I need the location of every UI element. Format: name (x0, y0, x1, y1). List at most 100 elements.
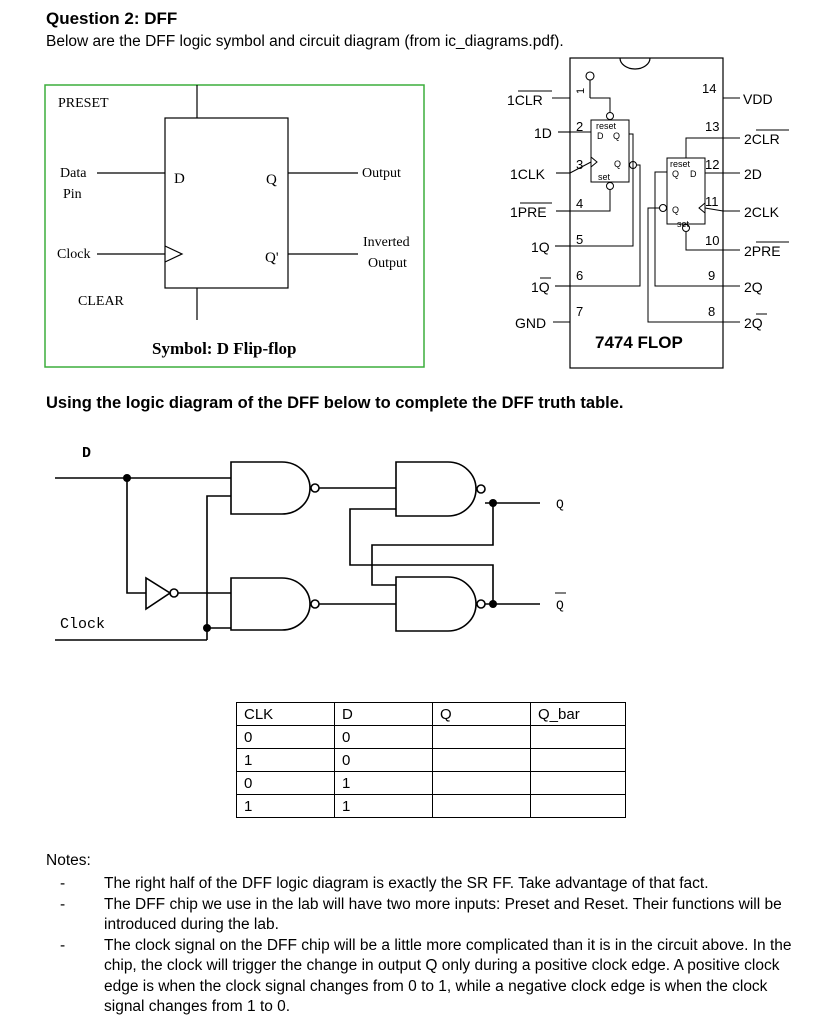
pin-label-2q: 2Q (744, 279, 763, 295)
output-label: Output (362, 166, 401, 181)
pin-label-1clk: 1CLK (510, 166, 546, 182)
pin-14-number: 14 (702, 81, 716, 96)
preset-label: PRESET (58, 96, 109, 111)
chip-7474: 1 1CLR 1D 1CLK 1PRE 1Q 1Q GND 2 3 4 5 6 … (507, 57, 789, 369)
clock-input-label: Clock (60, 616, 105, 633)
pin-label-2clk: 2CLK (744, 204, 780, 220)
table-header-row: CLK D Q Q_bar (236, 702, 626, 726)
cell-d: 0 (334, 748, 433, 772)
header-d: D (334, 702, 433, 726)
cell-q[interactable] (432, 725, 531, 749)
symbol-caption: Symbol: D Flip-flop (152, 339, 297, 358)
cell-q[interactable] (432, 794, 531, 818)
q-output-label: Q (266, 172, 277, 188)
cell-clk: 1 (236, 794, 335, 818)
svg-text:Q: Q (614, 159, 621, 169)
header-qbar: Q_bar (530, 702, 626, 726)
qprime-output-label: Q' (265, 250, 279, 266)
ff2-set: set (677, 219, 690, 229)
note-dash: - (60, 895, 66, 913)
q-output-label: Q (556, 497, 564, 512)
cell-d: 1 (334, 794, 433, 818)
inverter-gate (145, 576, 172, 611)
dff-symbol: PRESET Data Pin Clock CLEAR D Q Q' Outpu… (44, 84, 425, 368)
svg-text:Q: Q (672, 205, 679, 215)
pin-label-vdd: VDD (743, 91, 773, 107)
pin-1-number: 1 (575, 88, 587, 94)
note-item: - The right half of the DFF logic diagram… (60, 874, 810, 895)
table-row: 0 0 (236, 725, 626, 749)
note-dash: - (60, 875, 66, 892)
cell-clk: 0 (236, 771, 335, 795)
cell-d: 1 (334, 771, 433, 795)
table-row: 1 0 (236, 748, 626, 772)
pin-label-2qbar: 2Q (744, 315, 763, 331)
clock-edge-icon (164, 245, 184, 263)
note-text: The right half of the DFF logic diagram … (104, 875, 709, 892)
inverted-label: Inverted (363, 235, 410, 250)
pin-label-1qbar: 1Q (531, 279, 550, 295)
pin-10-number: 10 (705, 233, 719, 248)
pin-label: Pin (63, 187, 82, 202)
symbol-frame (44, 84, 425, 368)
pin-label-1d: 1D (534, 125, 552, 141)
cell-qbar[interactable] (530, 771, 626, 795)
cell-qbar[interactable] (530, 794, 626, 818)
note-text: The clock signal on the DFF chip will be… (104, 936, 792, 1016)
cell-q[interactable] (432, 771, 531, 795)
table-row: 1 1 (236, 794, 626, 818)
pin-2-number: 2 (576, 119, 583, 134)
nand-gate-2 (230, 577, 311, 631)
pin-5-number: 5 (576, 232, 583, 247)
pin-label-2clr: 2CLR (744, 131, 780, 147)
data-label: Data (60, 166, 87, 181)
pin-7-number: 7 (576, 304, 583, 319)
pin-12-number: 12 (705, 157, 719, 172)
ff1-reset: reset (596, 121, 617, 131)
table-row: 0 1 (236, 771, 626, 795)
section-title: Using the logic diagram of the DFF below… (46, 394, 624, 412)
pin-9-number: 9 (708, 268, 715, 283)
cell-clk: 0 (236, 725, 335, 749)
notes-label: Notes: (46, 852, 91, 869)
pin-label-1pre: 1PRE (510, 204, 547, 220)
pin-4-number: 4 (576, 196, 583, 211)
dff-logic-diagram: D Clock Q Q (55, 445, 566, 641)
chip-notch (619, 57, 651, 70)
flipflop-box (164, 117, 289, 289)
nand-gate-3 (395, 461, 477, 517)
ff2-reset: reset (670, 159, 691, 169)
pin-13-number: 13 (705, 119, 719, 134)
cell-qbar[interactable] (530, 748, 626, 772)
pin-6-number: 6 (576, 268, 583, 283)
clock-label: Clock (57, 247, 90, 262)
question-title: Question 2: DFF (46, 9, 178, 28)
truth-table: CLK D Q Q_bar 0 0 1 0 0 1 1 1 (236, 702, 626, 818)
svg-text:Q: Q (672, 169, 679, 179)
qbar-output-label: Q (556, 598, 564, 613)
cell-qbar[interactable] (530, 725, 626, 749)
inverted-output-label: Output (368, 256, 407, 271)
note-text: The DFF chip we use in the lab will have… (104, 895, 782, 934)
note-item: -The clock signal on the DFF chip will b… (60, 936, 810, 1018)
cell-clk: 1 (236, 748, 335, 772)
d-input-label: D (174, 171, 185, 187)
chip-body (569, 57, 724, 369)
header-q: Q (432, 702, 531, 726)
notes-list: - The right half of the DFF logic diagram… (60, 874, 810, 1018)
header-clk: CLK (236, 702, 335, 726)
d-input-label: D (82, 445, 91, 462)
cell-q[interactable] (432, 748, 531, 772)
pin-label-gnd: GND (515, 315, 546, 331)
pin-label-1q: 1Q (531, 239, 550, 255)
ff1-set: set (598, 172, 611, 182)
svg-text:D: D (690, 169, 697, 179)
pin-11-number: 11 (705, 194, 719, 209)
pin-label-1clr: 1CLR (507, 92, 543, 108)
pin-label-2d: 2D (744, 166, 762, 182)
clear-label: CLEAR (78, 294, 125, 309)
pin-8-number: 8 (708, 304, 715, 319)
chip-name: 7474 FLOP (595, 333, 683, 352)
note-item: - The DFF chip we use in the lab will hav… (60, 895, 810, 936)
